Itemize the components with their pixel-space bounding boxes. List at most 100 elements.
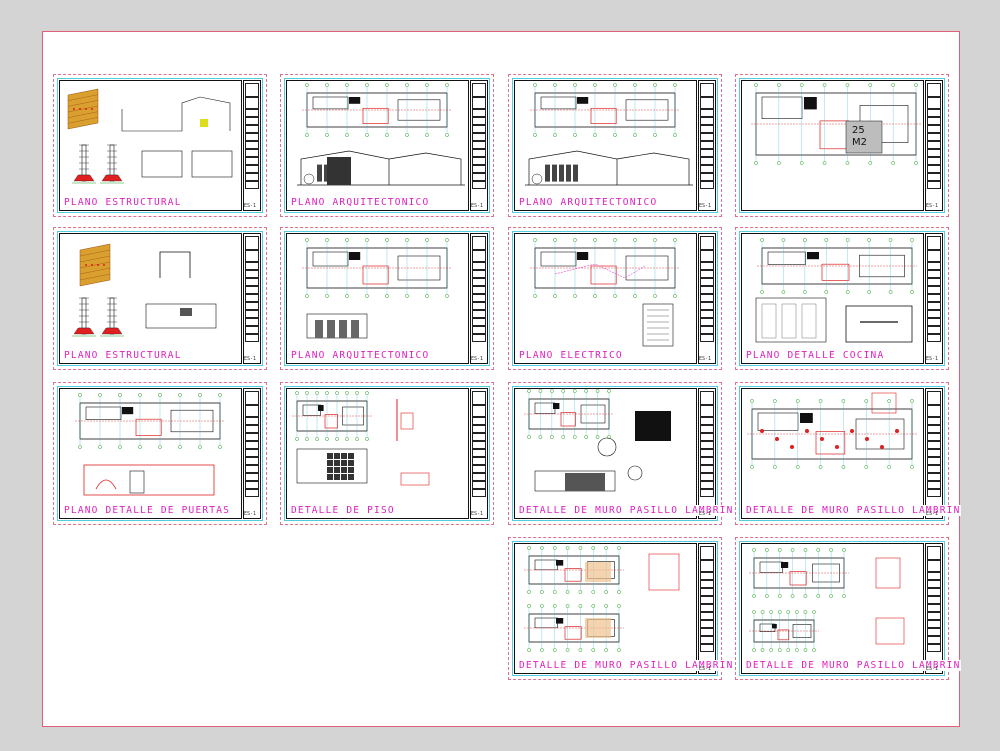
title-block [470, 233, 488, 364]
column-detail [100, 297, 124, 337]
sheet-code: ES-1 [699, 666, 712, 672]
title-block-cell [927, 133, 941, 141]
sheet-code: ES-1 [926, 203, 939, 209]
title-block-cell [927, 109, 941, 117]
title-block-cell [245, 441, 259, 449]
sheet-code: ES-1 [926, 356, 939, 362]
title-block-cell [245, 133, 259, 141]
sheet-drawing [75, 393, 225, 496]
sheet-frame [284, 78, 490, 213]
title-block-cell [700, 318, 714, 326]
title-block-cell [245, 149, 259, 157]
title-block-cell [700, 236, 714, 250]
sheet-code: ES-1 [471, 356, 484, 362]
title-block [698, 388, 716, 519]
drawing-area [59, 233, 242, 364]
drawing-area [59, 80, 242, 211]
sheet-title: DETALLE DE PISO [291, 505, 395, 516]
title-block-cell [245, 457, 259, 465]
sheet-frame [512, 78, 718, 213]
title-block-cell [472, 465, 486, 473]
title-block-cell [927, 644, 941, 652]
title-block-cell [700, 97, 714, 109]
title-block-cell [472, 181, 486, 189]
title-block [470, 80, 488, 211]
drawing-area [514, 388, 697, 519]
title-block-cell [245, 334, 259, 342]
title-block-cell [927, 612, 941, 620]
title-block-cell [245, 109, 259, 117]
floor-plan [530, 238, 680, 298]
sheet-frame [512, 386, 718, 521]
title-block-cell [472, 165, 486, 173]
title-block-cell [245, 141, 259, 149]
brick-detail [79, 243, 111, 287]
title-block-cell [472, 334, 486, 342]
sheet-drawing [297, 83, 465, 186]
title-block-cell [245, 117, 259, 125]
title-block-cell [245, 262, 259, 270]
title-block-cell [245, 310, 259, 318]
title-block-cell [700, 560, 714, 572]
drawing-area [286, 233, 469, 364]
title-block-cell [245, 425, 259, 433]
column-detail [72, 144, 96, 184]
sheet-frame [284, 231, 490, 366]
title-block-cell [927, 457, 941, 465]
title-block-cell [927, 149, 941, 157]
title-block-cell [472, 391, 486, 405]
title-block-cell [472, 141, 486, 149]
title-block-cell [700, 644, 714, 652]
title-block-cell [245, 465, 259, 473]
title-block-cell [927, 481, 941, 489]
title-block-cell [927, 620, 941, 628]
drawing-area [741, 388, 924, 519]
sheet-frame [739, 541, 945, 676]
title-block-cell [927, 302, 941, 310]
brick-detail [67, 88, 99, 130]
title-block-cell [472, 326, 486, 334]
title-block-cell [472, 473, 486, 481]
title-block-cell [472, 97, 486, 109]
title-block-cell [472, 117, 486, 125]
floor-plan [757, 238, 917, 294]
title-block-cell [472, 83, 486, 97]
title-block-cell [700, 270, 714, 278]
sheet-frame [739, 78, 945, 213]
title-block-cell [700, 286, 714, 294]
title-block-cell [927, 560, 941, 572]
title-block-cell [700, 165, 714, 173]
floor-plan [747, 399, 917, 469]
title-block-cell [472, 133, 486, 141]
title-block-cell [927, 318, 941, 326]
title-block-cell [700, 326, 714, 334]
title-block-cell [700, 417, 714, 425]
title-block-cell [927, 141, 941, 149]
title-block-cell [700, 572, 714, 580]
title-block-cell [245, 417, 259, 425]
sheet-frame [739, 231, 945, 366]
sheet-drawing [749, 548, 905, 652]
title-block-cell [245, 405, 259, 417]
title-block-cell [927, 157, 941, 165]
title-block-cell [927, 173, 941, 181]
title-block-cell [245, 236, 259, 250]
sheet-code: ES-1 [244, 203, 257, 209]
title-block-cell [472, 250, 486, 262]
sheet-frame [57, 231, 263, 366]
